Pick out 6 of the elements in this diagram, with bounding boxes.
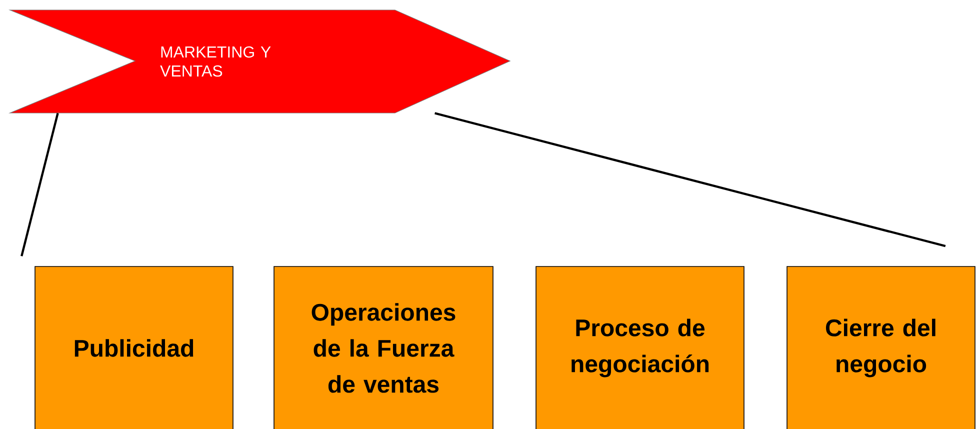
connector-line — [434, 112, 946, 248]
connector-line — [20, 112, 59, 256]
process-box: Proceso de negociación — [536, 266, 744, 429]
process-box: Cierre del negocio — [786, 266, 976, 429]
process-box: Operaciones de la Fuerza de ventas — [274, 266, 494, 429]
process-box: Publicidad — [34, 266, 234, 429]
